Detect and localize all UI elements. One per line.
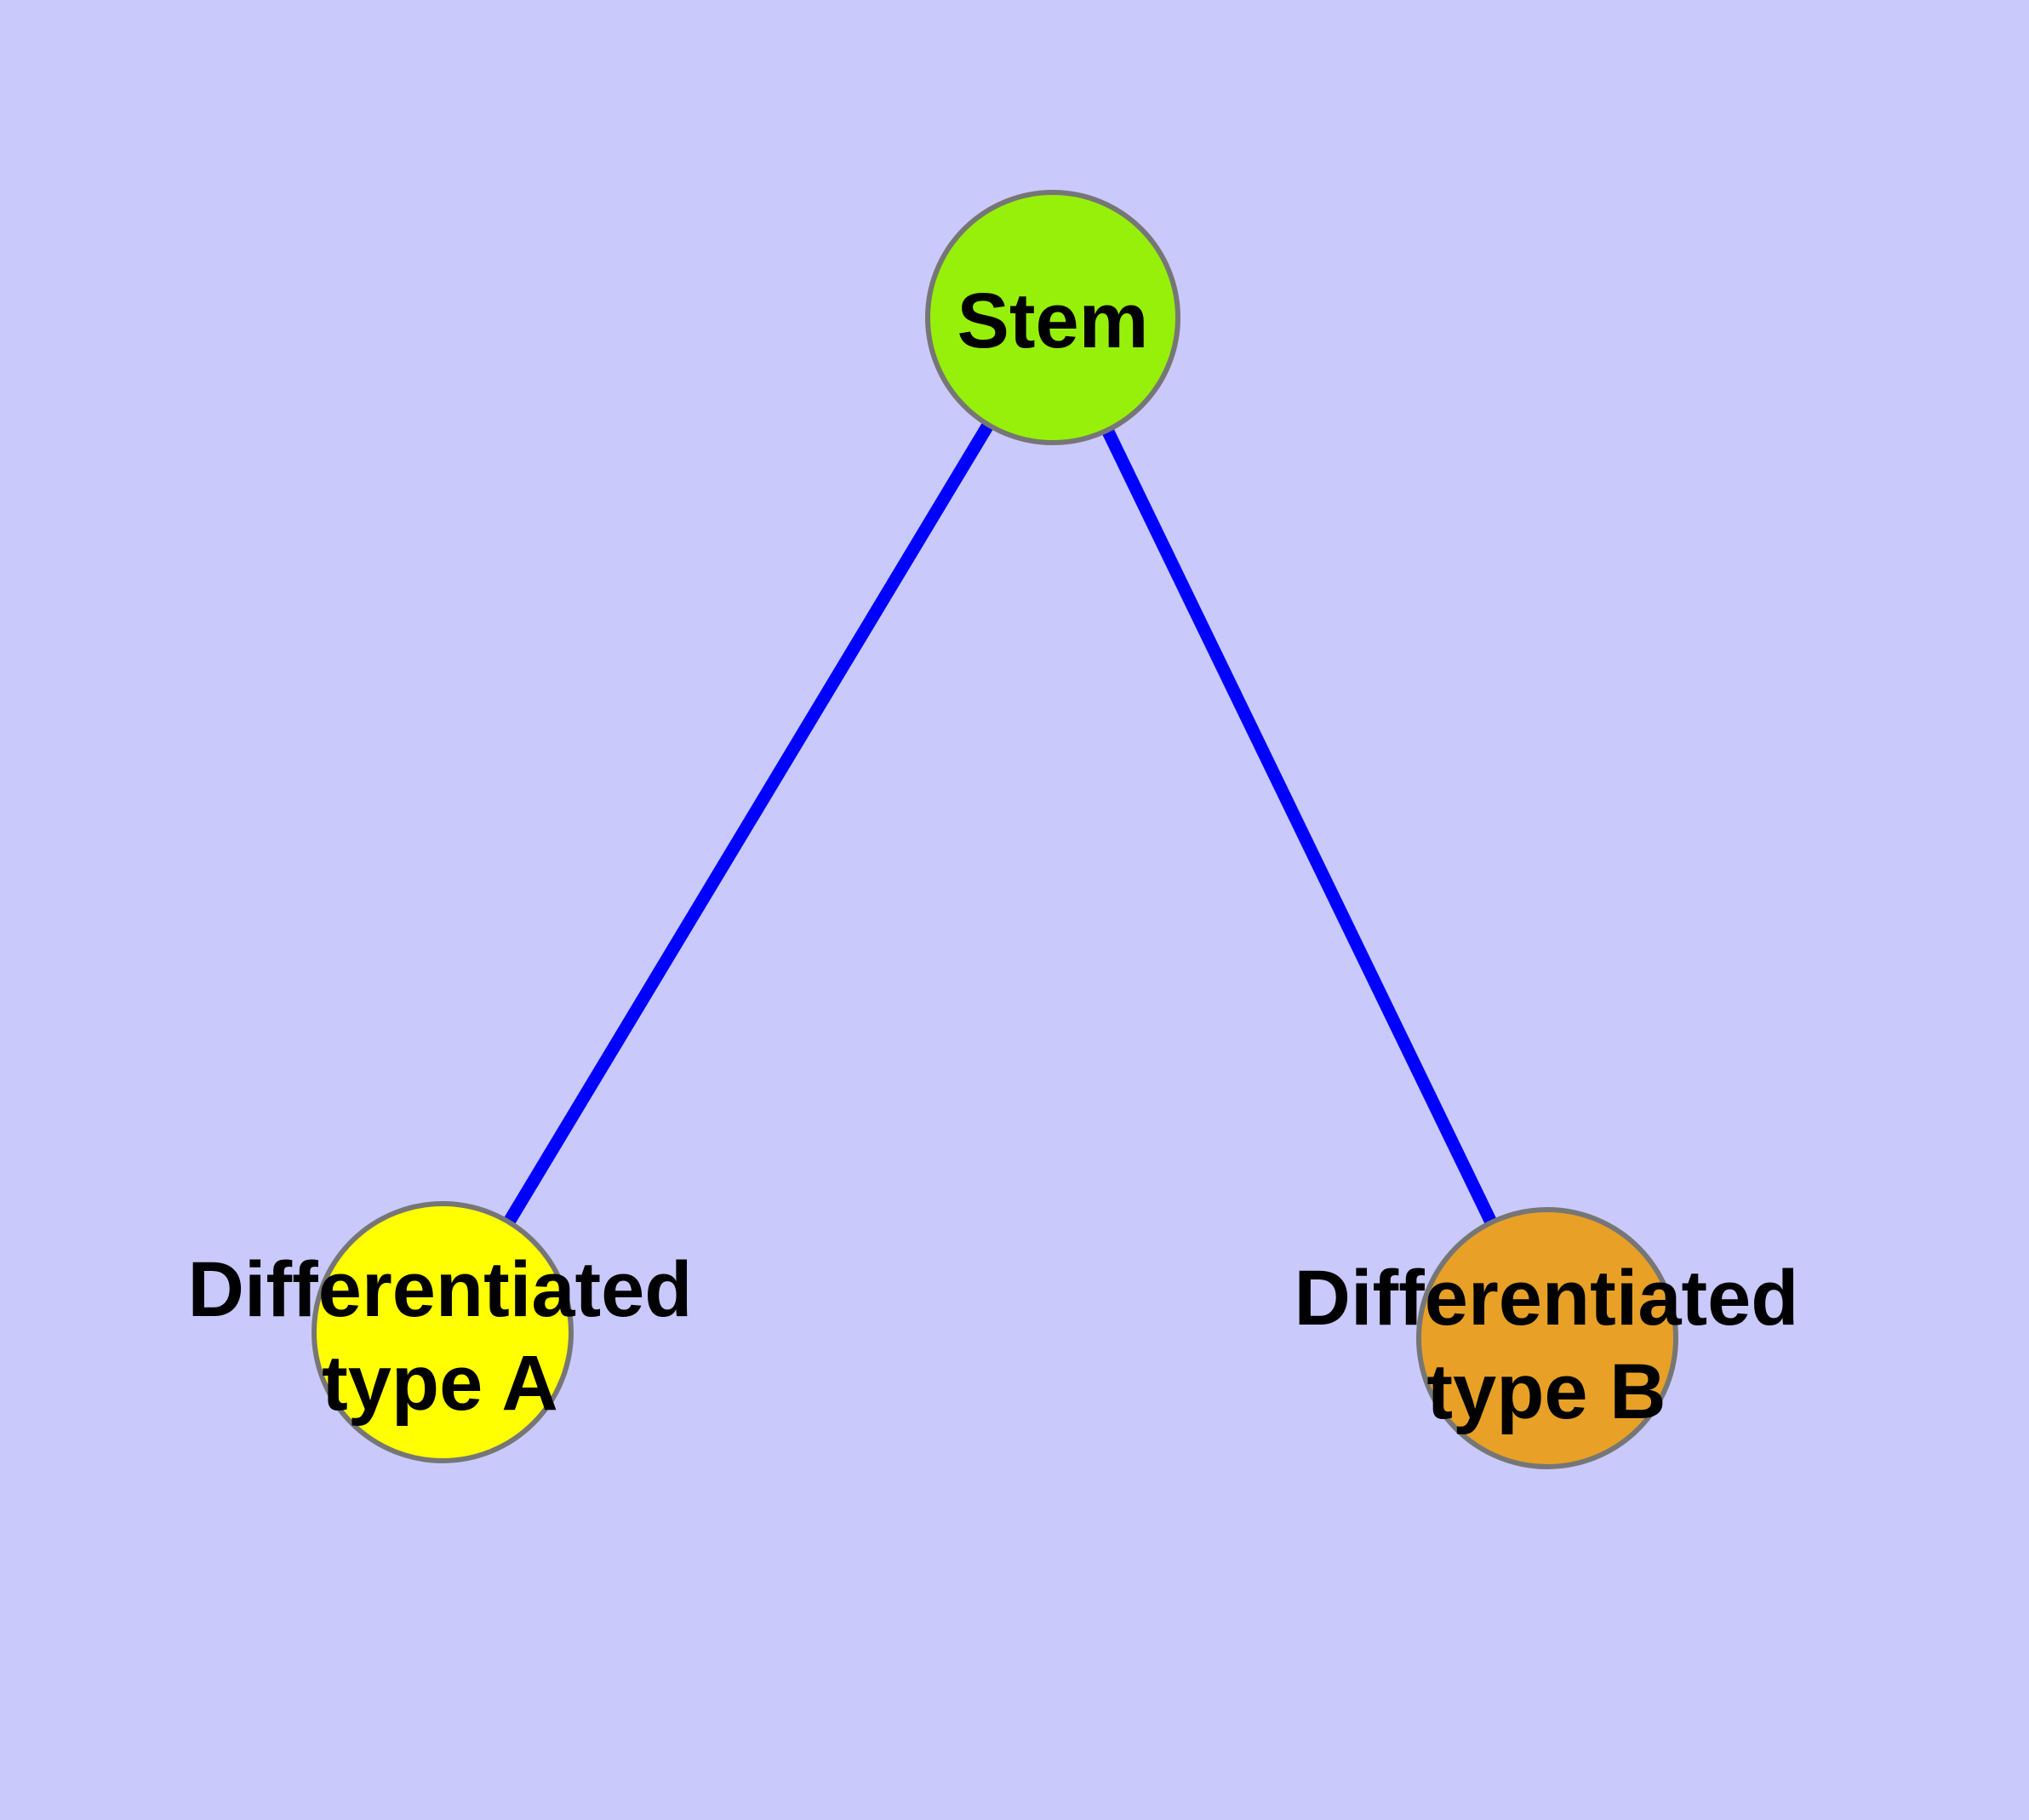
- node-stem-circle: [925, 190, 1180, 445]
- edge-stem-to-type-a: [437, 314, 1059, 1336]
- node-stem-label: Stem: [957, 278, 1149, 364]
- node-type-b-label-line1: Differentiated: [1295, 1255, 1799, 1342]
- edge-stem-to-type-b: [1047, 314, 1553, 1342]
- node-type-b-label-line2: type B: [1426, 1348, 1666, 1435]
- node-type-b-circle: [1416, 1207, 1678, 1469]
- node-type-a-label-line1: Differentiated: [188, 1246, 693, 1333]
- node-type-a-circle: [311, 1201, 574, 1463]
- node-type-a-label-line2: type A: [322, 1340, 558, 1427]
